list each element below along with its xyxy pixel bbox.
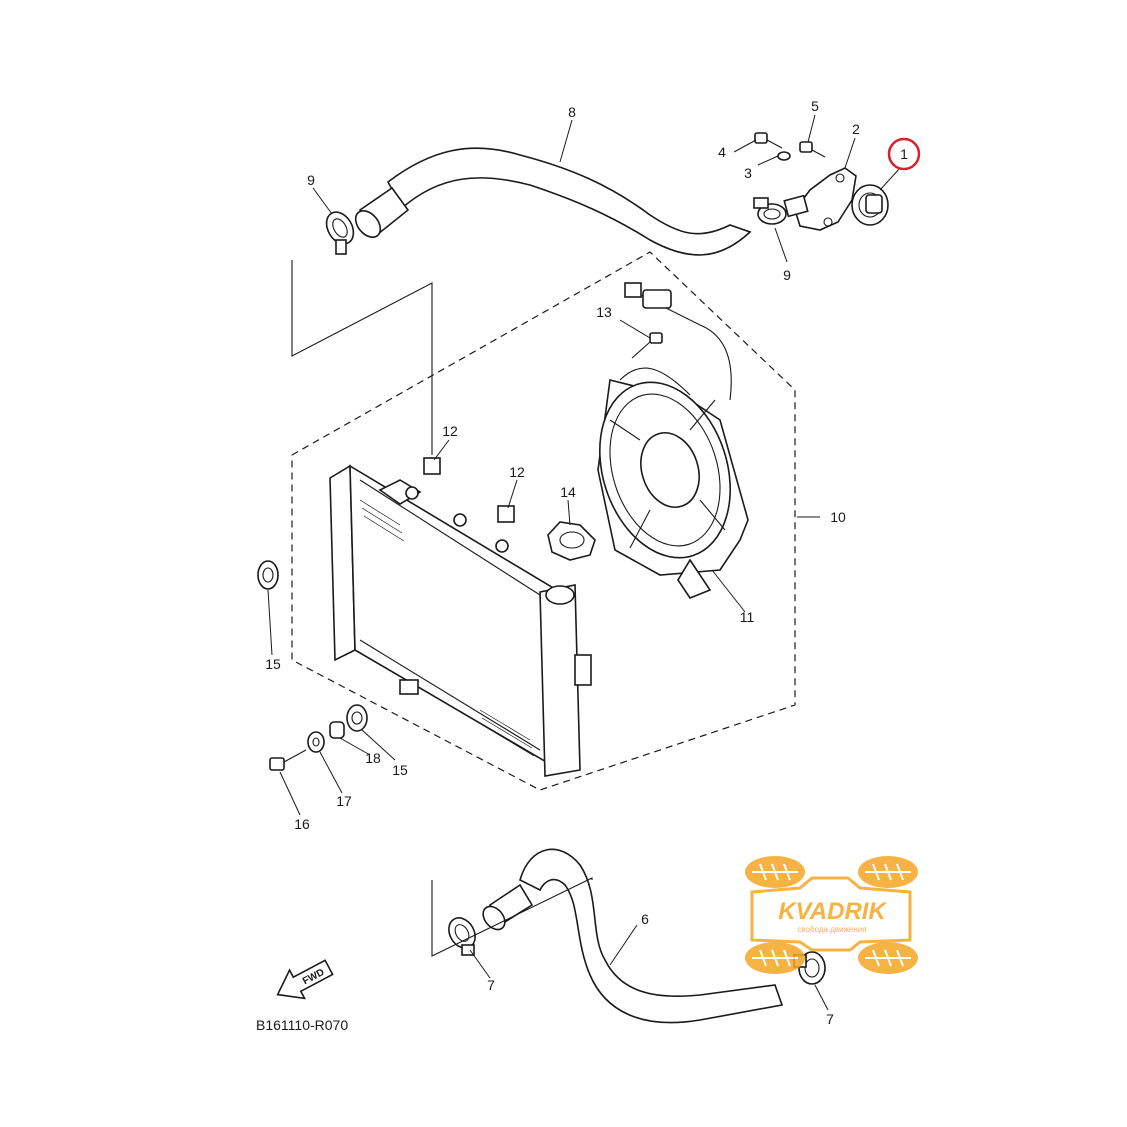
logo-frame [750, 876, 912, 952]
callout-labels: 1 2 3 4 5 6 7 7 8 9 9 10 11 12 12 13 14 … [265, 98, 908, 1027]
upper-hose-8 [354, 147, 752, 256]
callout-13: 13 [596, 304, 612, 320]
bolt-4 [754, 132, 783, 149]
hose-clamp-9-left [325, 211, 355, 255]
callout-1: 1 [900, 146, 908, 162]
lower-hose-6 [482, 848, 784, 1024]
callout-15-lower: 15 [392, 762, 408, 778]
callout-7-left: 7 [487, 977, 495, 993]
hose-clamp-7-left [448, 917, 476, 956]
tire-icon-top-left [745, 856, 805, 888]
callout-5: 5 [811, 98, 819, 114]
callout-18: 18 [365, 750, 381, 766]
leader-lines [267, 114, 901, 1011]
collar-18 [329, 721, 345, 739]
logo-tagline: свобода движения [797, 925, 866, 934]
bracket-12-upper [423, 457, 441, 475]
callout-10: 10 [830, 509, 846, 525]
assembly-boundary [291, 251, 796, 791]
washer-3 [777, 151, 791, 161]
callout-17: 17 [336, 793, 352, 809]
radiator-cap-14 [547, 521, 596, 561]
radiator [329, 464, 592, 777]
hose-clamp-9-right [753, 197, 787, 225]
hose-6-break-box [431, 877, 593, 957]
washer-17 [307, 731, 325, 753]
bolt-16 [269, 749, 307, 771]
callout-12-upper: 12 [442, 423, 458, 439]
callout-12-lower: 12 [509, 464, 525, 480]
hose-8-break-box [291, 260, 433, 455]
fwd-arrow: FWD [276, 959, 334, 1000]
callout-14: 14 [560, 484, 576, 500]
callout-4: 4 [718, 144, 726, 160]
tire-icon-bottom-right [858, 942, 918, 974]
callout-7-right: 7 [826, 1011, 834, 1027]
drawing-code: B161110-R070 [256, 1017, 348, 1033]
highlight-ring-part-1 [887, 137, 921, 171]
callout-11: 11 [740, 609, 755, 625]
callout-16: 16 [294, 816, 310, 832]
watermark-logo: KVADRIK свобода движения [745, 856, 918, 974]
grommet-15-lower [346, 704, 368, 732]
callout-15-left: 15 [265, 656, 281, 672]
callout-2: 2 [852, 121, 860, 137]
callout-8: 8 [568, 104, 576, 120]
callout-9-left: 9 [307, 172, 315, 188]
callout-3: 3 [744, 165, 752, 181]
callout-9-right: 9 [783, 267, 791, 283]
tire-icon-top-right [858, 856, 918, 888]
tire-icon-bottom-left [745, 942, 805, 974]
bolt-5 [799, 141, 826, 158]
thermostat-housing-2 [783, 167, 857, 231]
grommet-15-left [257, 560, 279, 590]
logo-brand: KVADRIK [778, 898, 887, 925]
bracket-12-lower [497, 505, 515, 523]
thermostat-1 [851, 184, 889, 226]
fan-connector [624, 282, 732, 401]
cooling-fan-11 [597, 367, 749, 599]
callout-6: 6 [641, 911, 649, 927]
